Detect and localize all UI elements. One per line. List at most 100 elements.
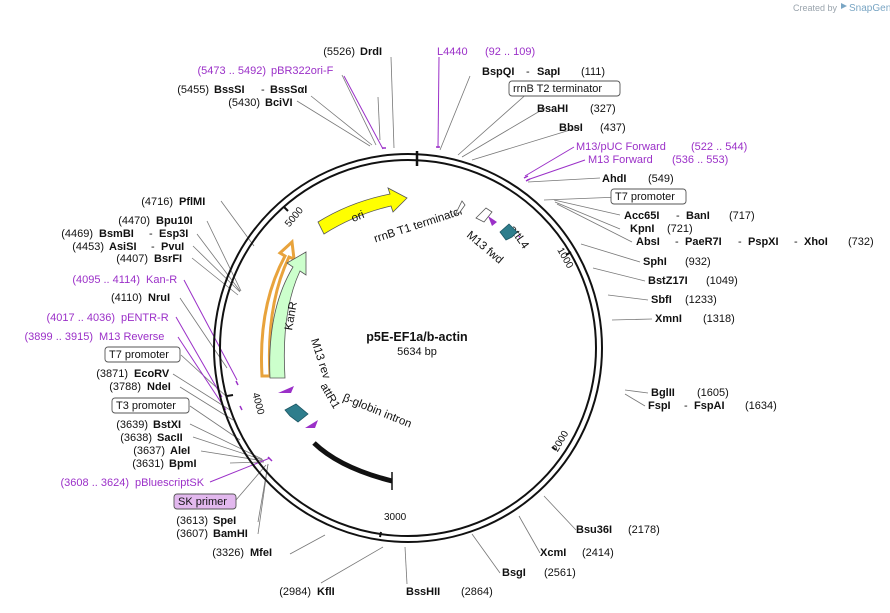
primer-pbr322ori-f[interactable]: pBR322ori-F [271,65,334,77]
site-kfli[interactable]: KflI [317,586,335,598]
alei-pos: (3637) [133,445,165,457]
site-mfei[interactable]: MfeI [250,547,272,559]
site-xhoi[interactable]: XhoI [804,236,828,248]
asisi-sep: - [151,241,155,253]
ori-feature[interactable] [317,187,408,235]
primer-kan-r[interactable]: Kan-R [146,274,177,286]
site-ndei[interactable]: NdeI [147,381,171,393]
site-bsmbi[interactable]: BsmBI [99,228,134,240]
site-sphi[interactable]: SphI [643,256,667,268]
site-sapi[interactable]: SapI [537,66,560,78]
site-bstz17i[interactable]: BstZ17I [648,275,688,287]
bglobin-arc[interactable] [312,441,393,484]
site-sbfi[interactable]: SbfI [651,294,672,306]
feature-rrnb-t2-terminator[interactable]: rrnB T2 terminator [513,83,602,95]
map-title: p5E-EF1a/b-actin [366,330,467,344]
primer-l4440[interactable]: L4440 [437,46,468,58]
rrnb-t1-label: rrnB T1 terminator [373,205,465,245]
primer-m13-reverse[interactable]: M13 Reverse [99,331,164,343]
site-bpmi[interactable]: BpmI [169,458,197,470]
site-nrui[interactable]: NruI [148,292,170,304]
site-paer7i[interactable]: PaeR7I [685,236,722,248]
created-by-text: Created by [793,3,838,13]
site-bsahi[interactable]: BsaHI [537,103,568,115]
primer-pbluescriptsk[interactable]: pBluescriptSK [135,477,205,489]
site-xmni[interactable]: XmnI [655,313,682,325]
bsahi-pos: (327) [590,103,616,115]
bglii-pos: (1605) [697,387,729,399]
m13-fwd-primer-glyph [488,216,497,226]
site-drdi[interactable]: DrdI [360,46,382,58]
site-ecorv[interactable]: EcoRV [134,368,170,380]
attl4-arrow[interactable] [499,223,518,241]
site-fspi[interactable]: FspI [648,400,671,412]
bspqi-pos: (111) [581,66,605,78]
site-asisi[interactable]: AsiSI [109,241,137,253]
abs-sep1: - [675,236,679,248]
site-alei[interactable]: AleI [170,445,190,457]
site-esp3i[interactable]: Esp3I [159,228,188,240]
site-bsu36i[interactable]: Bsu36I [576,524,612,536]
abs-pos: (732) [848,236,874,248]
rrnb-t1-glyph [475,207,493,223]
xcmi-pos: (2414) [582,547,614,559]
leader-lines [172,56,653,585]
site-xcmi[interactable]: XcmI [540,547,566,559]
kfli-pos: (2984) [279,586,311,598]
acc-pos: (717) [729,210,755,222]
kanr-feature[interactable] [269,251,307,379]
rrnb-t2-box [508,80,621,97]
site-ahdi[interactable]: AhdI [602,173,626,185]
site-absi[interactable]: AbsI [636,236,660,248]
abs-sep3: - [794,236,798,248]
bbsi-pos: (437) [600,122,626,134]
bcivi-pos: (5430) [228,97,260,109]
bsmbi-pos: (4469) [61,228,93,240]
site-pvui[interactable]: PvuI [161,241,184,253]
bsshii-pos: (2864) [461,586,493,598]
site-bsssai[interactable]: BssSαI [270,84,307,96]
feature-t7-promoter-b[interactable]: T7 promoter [109,349,169,361]
site-bsrfi[interactable]: BsrFI [154,253,182,265]
drdi-pos: (5526) [323,46,355,58]
site-bpu10i[interactable]: Bpu10I [156,215,193,227]
primer-sk[interactable]: SK primer [178,496,227,508]
site-bsshii[interactable]: BssHII [406,586,440,598]
feature-t7-promoter-a[interactable]: T7 promoter [615,191,675,203]
kpni-pos: (721) [667,223,693,235]
bspqi-sep: - [526,66,530,78]
site-bamhi[interactable]: BamHI [213,528,248,540]
tick-label-4000: 4000 [249,392,265,417]
site-bsssi[interactable]: BssSI [214,84,245,96]
primer-m13-puc-forward[interactable]: M13/pUC Forward [576,141,666,153]
primer-m13-forward[interactable]: M13 Forward [588,154,653,166]
site-pspxi[interactable]: PspXI [748,236,779,248]
attr1-arrow[interactable] [284,403,309,423]
primer-pentr-r[interactable]: pENTR-R [121,312,169,324]
site-bspqi[interactable]: BspQI [482,66,514,78]
feature-t3-promoter[interactable]: T3 promoter [116,400,176,412]
ecorv-pos: (3871) [96,368,128,380]
site-bcivi[interactable]: BciVI [265,97,293,109]
bpu10i-pos: (4470) [118,215,150,227]
bamhi-pos: (3607) [176,528,208,540]
site-bbsi[interactable]: BbsI [559,122,583,134]
site-bstxi[interactable]: BstXI [153,419,181,431]
site-acc65i[interactable]: Acc65I [624,210,659,222]
site-spei[interactable]: SpeI [213,515,236,527]
backbone-outer [213,153,603,543]
tick-marks [226,206,572,538]
site-bsgi[interactable]: BsgI [502,567,526,579]
site-sacii[interactable]: SacII [157,432,183,444]
bsmbi-sep: - [149,228,153,240]
site-bglii[interactable]: BglII [651,387,675,399]
site-kpni[interactable]: KpnI [630,223,654,235]
tick-label-1000: 1000 [554,246,575,271]
primer-leader-lines [175,56,586,483]
site-bani[interactable]: BanI [686,210,710,222]
site-fspai[interactable]: FspAI [694,400,725,412]
site-pflmi[interactable]: PflMI [179,196,205,208]
ndei-pos: (3788) [109,381,141,393]
